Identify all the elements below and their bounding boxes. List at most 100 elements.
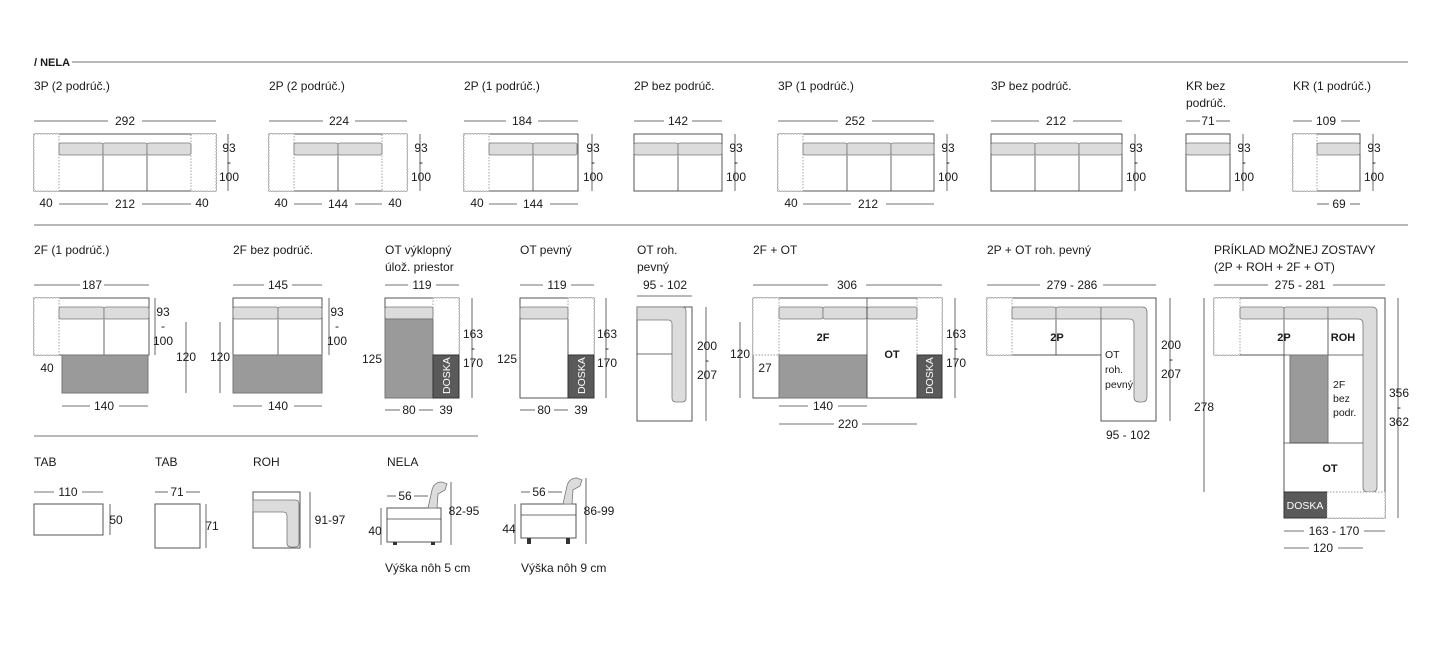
module-2p-noarm: 2P bez podrúč. 142 93 - 100 [633, 79, 746, 192]
dim-height: 71 [205, 519, 219, 533]
dim-depth-bottom: 207 [697, 368, 717, 382]
back-cushion [58, 306, 105, 320]
back-cushion [1239, 306, 1285, 320]
caption: Výška nôh 9 cm [521, 561, 606, 575]
dim-seat: 40 [368, 524, 382, 538]
dim-depth-bottom: 100 [219, 170, 239, 184]
dim-seat: 144 [328, 197, 348, 211]
module-name-line1: PRÍKLAD MOŽNEJ ZOSTAVY [1214, 242, 1376, 257]
label-2p: 2P [1277, 332, 1290, 344]
dim-depth-sep: - [705, 353, 709, 367]
label-roh: roh. [1105, 364, 1123, 376]
module-name: 3P (1 podrúč.) [778, 79, 854, 93]
back-cushion [277, 306, 323, 320]
back-cushion [1316, 142, 1361, 156]
back-cushion [519, 306, 569, 320]
dim-depth-sep: - [1134, 155, 1138, 169]
back-cushion [990, 142, 1036, 156]
dim-width: 279 - 286 [1047, 278, 1098, 292]
dim-depth-top: 93 [156, 305, 170, 319]
module-ot-corner: OT roh. pevný 95 - 102 200 - 207 [636, 243, 717, 422]
label-ot: OT [1105, 349, 1120, 361]
dim-arm: 40 [40, 361, 54, 375]
module-2p-2arm: 2P (2 podrúč.) 224 93 - 100 40 144 40 [268, 79, 431, 211]
dim-ext-width: 140 [94, 399, 114, 413]
back-section [916, 297, 943, 356]
dim-corner-width: 95 - 102 [1106, 428, 1150, 442]
dim-depth-sep: - [734, 155, 738, 169]
dim-depth-left: 120 [730, 347, 750, 361]
dim-depth-bottom: 100 [153, 334, 173, 348]
armrest-left [752, 297, 780, 356]
back-cushion [146, 142, 192, 156]
dim-width: 71 [170, 485, 184, 499]
label-ot: OT [884, 349, 900, 361]
armrest-left [33, 297, 60, 356]
module-name: 2F bez podrúč. [233, 243, 313, 257]
side-profile-5cm: NELA 56 82-95 40 Výška nôh 5 cm [368, 455, 479, 575]
back-cushion [337, 142, 383, 156]
back-cushion [532, 142, 578, 156]
table-top [33, 503, 104, 536]
module-name: KR (1 podrúč.) [1293, 79, 1371, 93]
module-2f-ot: 2F + OT 306 DOSKA 2F OT 163 - 170 120 27… [730, 243, 966, 431]
dim-depth-bottom: 100 [1234, 170, 1254, 184]
dim-seat: 212 [115, 197, 135, 211]
dim-depth-top: 163 [597, 327, 617, 341]
dim-depth-bottom: 100 [411, 170, 431, 184]
dim-depth-sep: - [227, 155, 231, 169]
dim-depth-sep: - [591, 155, 595, 169]
dim-depth-sep: - [471, 341, 475, 355]
module-name: 2F + OT [753, 243, 798, 257]
dim-seat: 144 [523, 197, 543, 211]
caption: Výška nôh 5 cm [385, 561, 470, 575]
module-name-line1: OT výklopný [385, 243, 451, 257]
footrest-extension [778, 354, 868, 399]
footrest-extension [61, 354, 149, 394]
table-rect: TAB 110 50 [33, 455, 123, 536]
dim-depth-sep: - [946, 155, 950, 169]
back-cushion [778, 306, 824, 320]
module-name: ROH [253, 455, 280, 469]
footrest-extension [232, 354, 323, 394]
dim-depth-left: 125 [497, 352, 517, 366]
sofa-body [232, 297, 323, 356]
dim-depth-right-bottom: 362 [1389, 415, 1409, 429]
corner-cushion [636, 306, 687, 403]
dim-width: 95 - 102 [643, 278, 687, 292]
dim-height: 82-95 [449, 504, 480, 518]
module-name: TAB [34, 455, 56, 469]
module-ot-storage: OT výklopný úlož. priestor 119 DOSKA 163… [362, 243, 483, 417]
module-name: 3P (2 podrúč.) [34, 79, 110, 93]
board-label: DOSKA [576, 357, 588, 394]
dim-depth-top: 200 [697, 339, 717, 353]
module-name-line2: (2P + ROH + 2F + OT) [1214, 260, 1335, 274]
dim-width: 306 [837, 278, 857, 292]
board-panel [916, 354, 943, 399]
back-cushion [58, 142, 104, 156]
armrest-left [33, 133, 60, 192]
dim-width: 275 - 281 [1275, 278, 1326, 292]
back-cushion [633, 142, 679, 156]
dim-ext-width: 140 [813, 399, 833, 413]
armrest-right [381, 133, 408, 192]
dim-depth-top: 163 [463, 327, 483, 341]
dim-w2: 39 [439, 403, 453, 417]
dim-depth-sep: - [1242, 155, 1246, 169]
back-cushion [1011, 306, 1057, 320]
module-2f-1arm: 2F (1 podrúč.) 187 93 - 100 120 40 140 [33, 243, 196, 413]
seat-base [520, 503, 577, 539]
module-roh: ROH 91-97 [252, 455, 346, 549]
dim-size: 91-97 [315, 513, 346, 527]
dim-depth-bottom: 100 [583, 170, 603, 184]
dim-depth-sep: - [954, 341, 958, 355]
dim-arm-left: 40 [274, 196, 288, 210]
back-cushion [488, 142, 534, 156]
dim-w1: 80 [402, 403, 416, 417]
armrest-left [463, 133, 490, 192]
dim-depth-sep: - [1169, 352, 1173, 366]
example-configuration: PRÍKLAD MOŽNEJ ZOSTAVY (2P + ROH + 2F + … [1194, 242, 1409, 555]
label-ot: OT [1322, 463, 1338, 475]
headrest-icon [427, 481, 448, 509]
dim-height: 86-99 [584, 504, 615, 518]
